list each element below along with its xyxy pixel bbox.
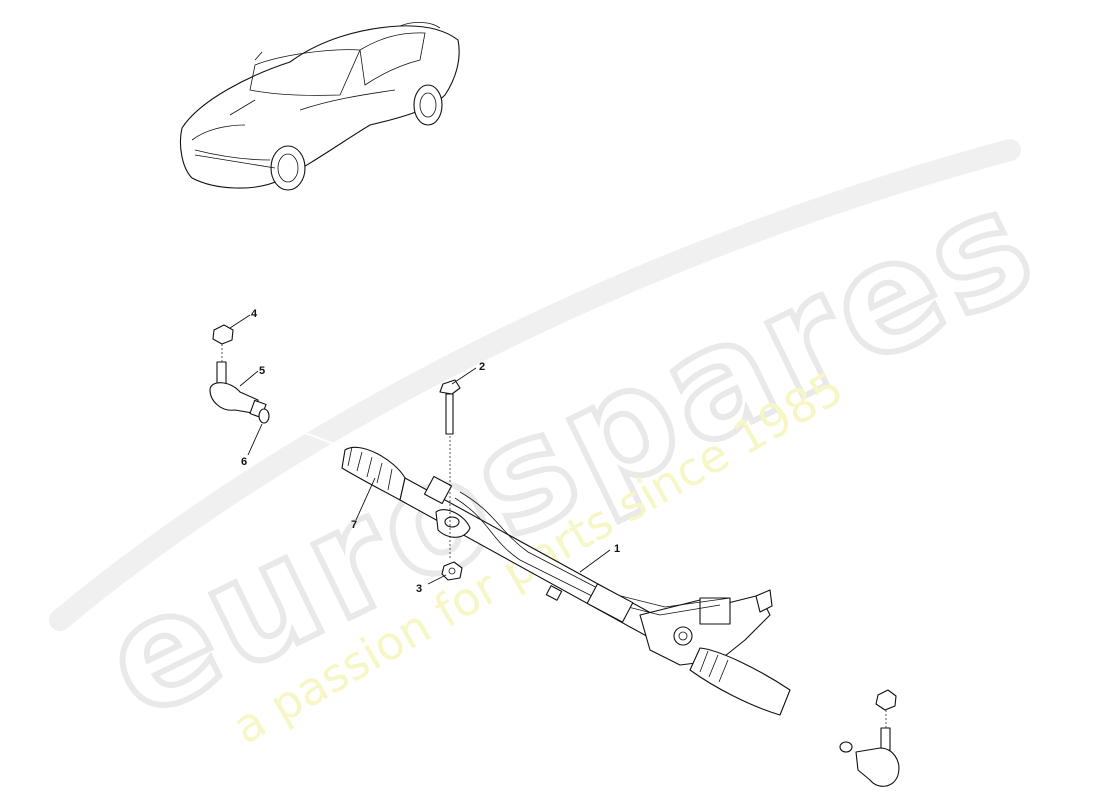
callout-leaders xyxy=(229,314,611,585)
lock-nut-part-6 xyxy=(258,408,270,424)
nut-part-4 xyxy=(212,324,234,365)
callout-2: 2 xyxy=(479,361,485,373)
callout-6: 6 xyxy=(241,456,247,468)
nut-part-3 xyxy=(441,561,463,581)
bolt-part-2 xyxy=(439,379,461,560)
car-thumbnail xyxy=(179,22,460,191)
callout-1: 1 xyxy=(614,543,620,555)
steering-rack-assembly xyxy=(269,419,853,753)
watermark: eurospares a passion for parts since 198… xyxy=(49,139,1065,755)
callout-3: 3 xyxy=(416,583,422,595)
watermark-brand: eurospares xyxy=(80,154,1063,752)
callout-4: 4 xyxy=(251,308,258,320)
track-rod-end-right xyxy=(855,689,900,787)
callouts: 1 2 3 4 5 6 7 xyxy=(241,308,620,595)
gaiter-right xyxy=(689,647,791,716)
track-rod-end-part-5 xyxy=(209,361,267,419)
callout-5: 5 xyxy=(259,365,265,377)
callout-7: 7 xyxy=(351,519,357,531)
